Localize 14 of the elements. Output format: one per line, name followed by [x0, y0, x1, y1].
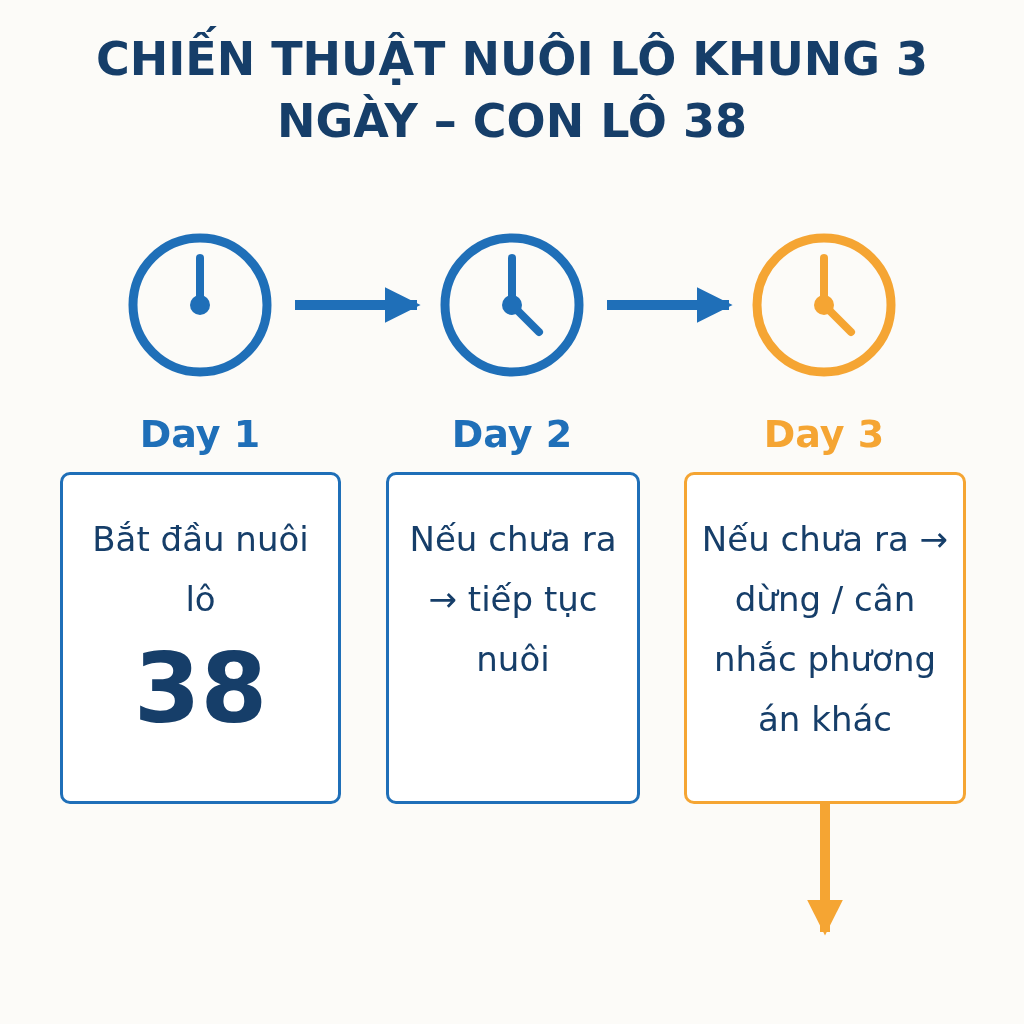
arrow [807, 804, 843, 936]
day-label: Day 2 [451, 412, 573, 456]
lottery-number: 38 [133, 632, 268, 747]
day-label: Day 3 [763, 412, 885, 456]
step-box [684, 472, 966, 804]
step-text: Nếu chưa ra → dừng / cân nhắc phương án khác [701, 518, 949, 741]
step-text: Nếu chưa ra → tiếp tục nuôi [408, 518, 618, 681]
arrow [607, 287, 733, 323]
arrow [295, 287, 421, 323]
title: CHIẾN THUẬT NUÔI LÔ KHUNG 3 NGÀY – CON LÔ 38 [60, 28, 964, 152]
step-box [386, 472, 640, 804]
day-label: Day 1 [139, 412, 261, 456]
step-text: Bắt đầu nuôi lô [91, 518, 310, 621]
step-box [60, 472, 341, 804]
